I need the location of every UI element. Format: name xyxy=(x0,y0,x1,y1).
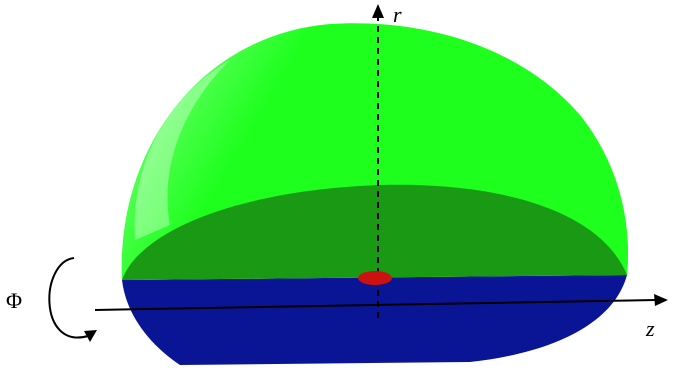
z-axis-line xyxy=(94,299,657,311)
rotation-label: Φ xyxy=(6,288,22,313)
dome-highlight xyxy=(134,60,230,240)
r-axis-label: r xyxy=(393,2,402,27)
r-axis-arrowhead xyxy=(372,4,384,18)
z-axis-arrowhead xyxy=(654,294,668,306)
rotation-arrowhead xyxy=(84,330,97,342)
z-axis-label: z xyxy=(645,316,655,341)
inner-dome xyxy=(122,184,627,280)
base-disk xyxy=(122,275,627,365)
rotation-arrow xyxy=(48,257,89,339)
center-marker xyxy=(358,271,392,285)
